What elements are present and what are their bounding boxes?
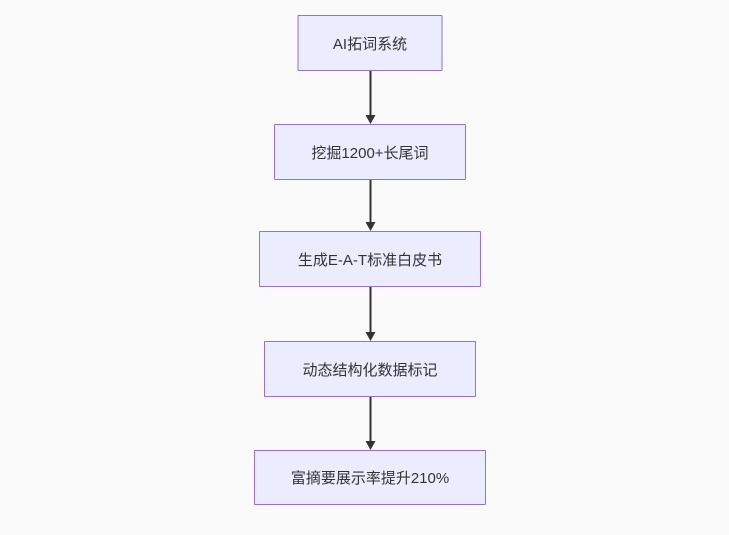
node-label: AI拓词系统 — [332, 35, 408, 53]
arrow-head — [365, 222, 375, 231]
flow-node-eat-whitepaper: 生成E-A-T标准白皮书 — [259, 231, 481, 287]
node-label: 生成E-A-T标准白皮书 — [297, 251, 443, 269]
arrow-down-icon — [365, 180, 376, 231]
arrow-down-icon — [365, 397, 376, 450]
arrow-head — [365, 441, 375, 450]
flow-node-structured-data-markup: 动态结构化数据标记 — [264, 341, 476, 397]
node-label: 挖掘1200+长尾词 — [311, 144, 429, 162]
flow-node-rich-snippet-rate: 富摘要展示率提升210% — [254, 450, 486, 505]
arrow-head — [365, 332, 375, 341]
node-label: 动态结构化数据标记 — [302, 361, 438, 379]
node-label: 富摘要展示率提升210% — [290, 470, 450, 487]
arrow-line — [369, 71, 371, 115]
arrow-head — [365, 115, 375, 124]
arrow-line — [369, 397, 371, 441]
arrow-down-icon — [365, 287, 376, 341]
arrow-line — [369, 180, 371, 222]
flow-node-ai-word-expansion-system: AI拓词系统 — [297, 15, 443, 71]
flow-node-longtail-keywords: 挖掘1200+长尾词 — [274, 124, 466, 180]
arrow-down-icon — [365, 71, 376, 124]
arrow-line — [369, 287, 371, 332]
